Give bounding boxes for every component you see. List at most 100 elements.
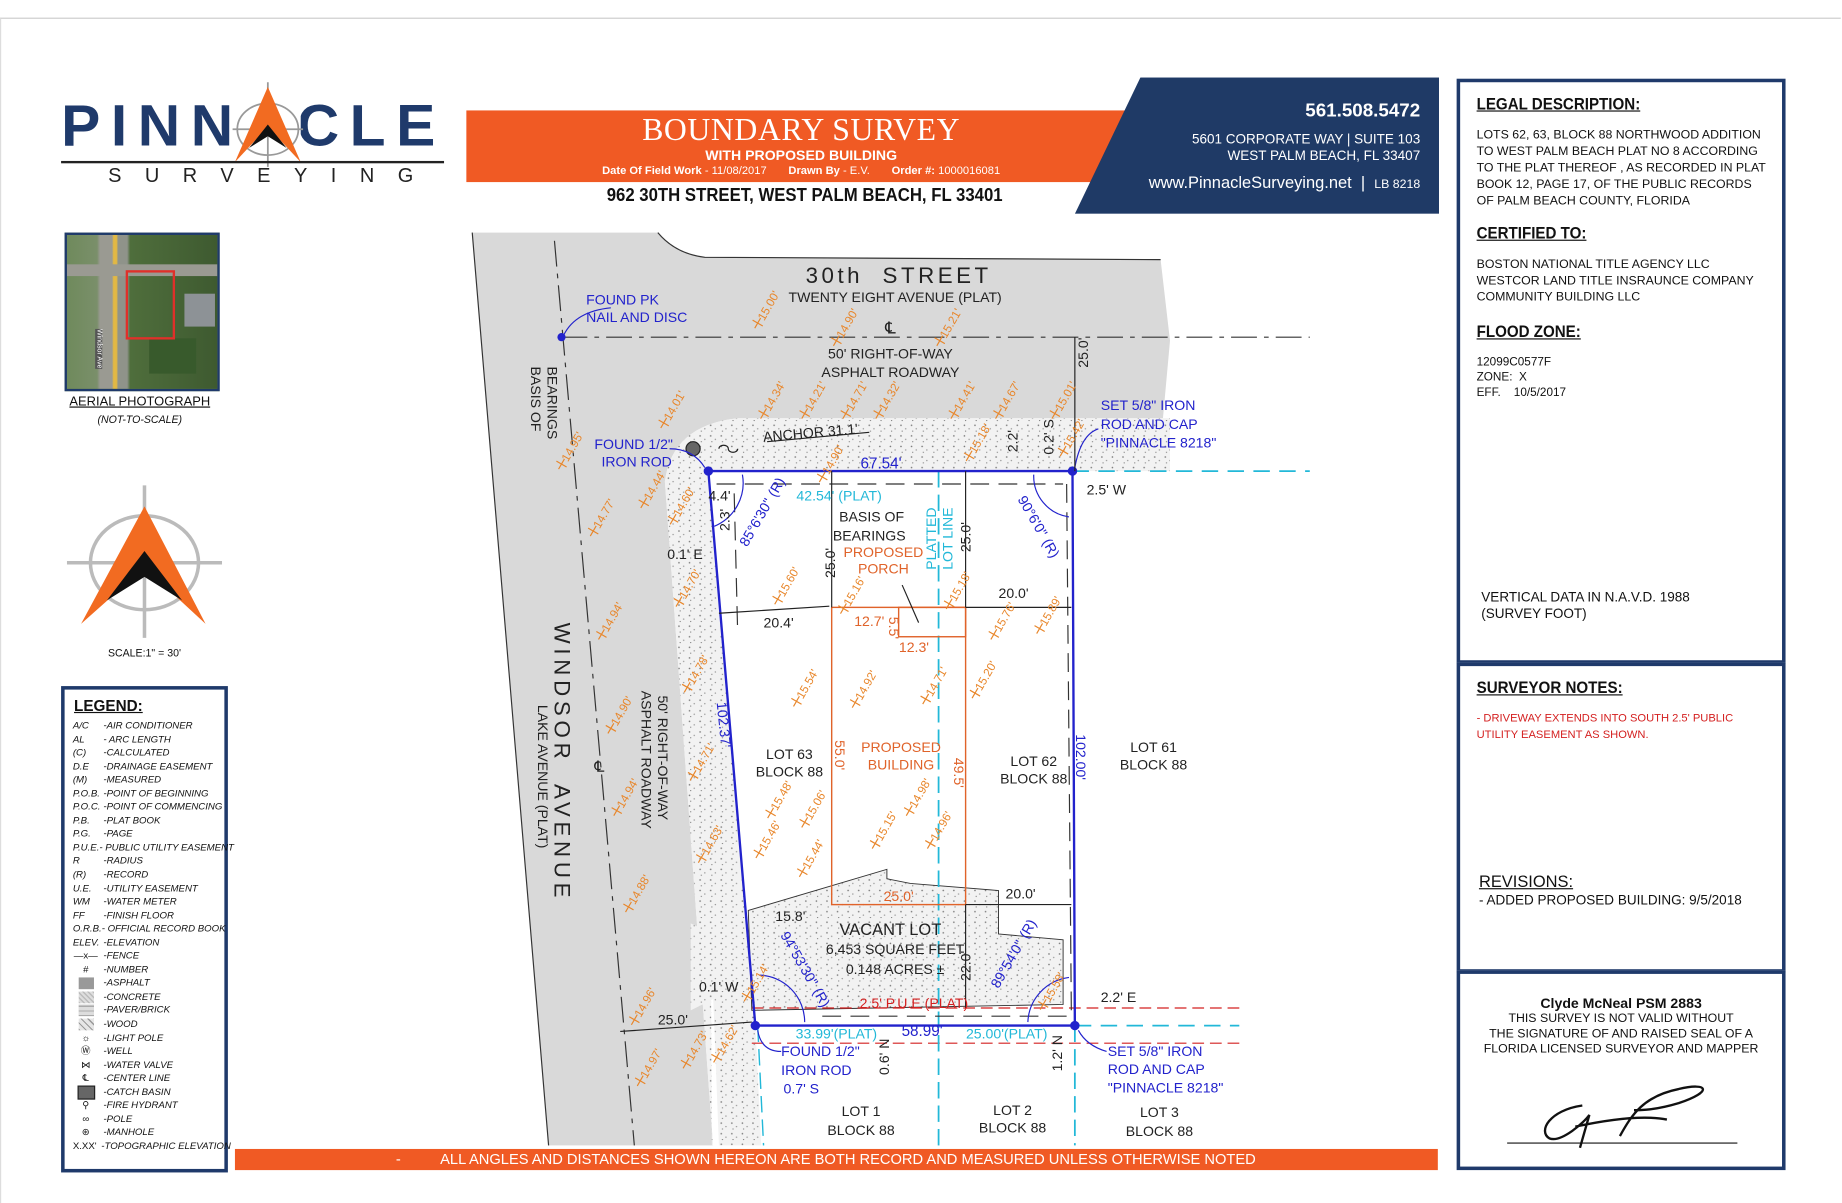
dimension-label: 5.5' <box>886 617 902 639</box>
legend-item: R-RADIUS <box>65 855 225 869</box>
dimension-label: 2.2' <box>1004 430 1020 452</box>
dimension-label: 2.2' E <box>1101 989 1137 1005</box>
title-banner: BOUNDARY SURVEY WITH PROPOSED BUILDING D… <box>466 110 1136 183</box>
elevation-marker-icon <box>943 598 955 610</box>
legend-meaning: -AIR CONDITIONER <box>103 720 193 731</box>
elevation-value: 14.98' <box>907 777 934 811</box>
driveway-apron <box>690 923 726 1011</box>
legend-meaning: -RECORD <box>103 869 149 880</box>
legend-item: X.XX' -TOPOGRAPHIC ELEVATION <box>65 1140 231 1154</box>
legend-item: ☼-LIGHT POLE <box>65 1031 225 1045</box>
north-distance: 67.54' <box>860 456 901 473</box>
set-rod-label: SET 5/8" IRON <box>1108 1043 1203 1059</box>
legend-meaning: -TOPOGRAPHIC ELEVATION <box>101 1140 231 1152</box>
pole-icon <box>718 444 739 453</box>
found-iron-rod-marker <box>750 1020 761 1031</box>
lot-area-sqft: 6,453 SQUARE FEET <box>826 941 965 957</box>
legend-item: D.E-DRAINAGE EASEMENT <box>65 760 225 774</box>
order-label: Order #: <box>891 164 936 178</box>
topo-elevation-icon: X.XX' <box>72 1140 97 1152</box>
flood-title: FLOOD ZONE: <box>1476 321 1581 341</box>
legal-info-panel: LEGAL DESCRIPTION: LOTS 62, 63, BLOCK 88… <box>1456 78 1786 664</box>
spot-elevation: 15.48' <box>765 779 795 819</box>
manhole-icon: ⊛ <box>81 1127 90 1138</box>
legend-abbr: P.U.E. <box>72 842 100 853</box>
set-rod-label: ROD AND CAP <box>1101 416 1198 432</box>
elevation-marker-icon <box>711 1051 722 1063</box>
spot-elevation: 15.06' <box>799 788 829 828</box>
dimension-label: 25.0' <box>658 1011 688 1027</box>
legend-meaning: - PUBLIC UTILITY EASEMENT <box>99 842 234 853</box>
legend-meaning: -MANHOLE <box>103 1127 155 1138</box>
vertical-datum-line2: (SURVEY FOOT) <box>1481 607 1587 622</box>
elevation-marker-icon <box>791 695 802 707</box>
spot-elevation: 15.44' <box>796 838 827 878</box>
legend-abbr: (M) <box>72 774 88 785</box>
elevation-marker-icon <box>873 408 885 419</box>
elevation-marker-icon <box>772 593 784 605</box>
legend-abbr: (C) <box>72 747 87 758</box>
dimension-label: 22.0' <box>957 951 973 981</box>
legend-meaning: -CONCRETE <box>103 991 161 1003</box>
avenue-centerline-symbol: ℄ <box>593 759 604 776</box>
legend-meaning: -DRAINAGE EASEMENT <box>103 760 213 772</box>
spot-elevation: 15.16' <box>838 574 868 614</box>
asphalt-swatch-icon <box>73 977 99 991</box>
legend-meaning: -LIGHT POLE <box>103 1032 164 1043</box>
drawing-scale: SCALE:1" = 30' <box>107 647 182 660</box>
elevation-marker-icon <box>816 471 828 483</box>
porch-label: PORCH <box>858 560 909 576</box>
street-row: 50' RIGHT-OF-WAY <box>828 345 953 361</box>
elevation-marker-icon <box>752 317 764 329</box>
company-website-link[interactable]: www.PinnacleSurveying.net <box>1148 172 1352 192</box>
elevation-marker-icon <box>948 408 960 419</box>
block-label: BLOCK 88 <box>827 1122 894 1138</box>
legend-item: P.O.B.-POINT OF BEGINNING <box>65 787 225 801</box>
flood-zone: ZONE: X <box>1476 371 1527 385</box>
legend-abbr: WM <box>72 896 90 908</box>
elevation-marker-icon <box>741 990 753 1002</box>
legend-item: O.R.B.- OFFICIAL RECORD BOOK <box>65 922 226 936</box>
legend-meaning: -FIRE HYDRANT <box>103 1099 178 1111</box>
field-work-date: - 11/08/2017 <box>704 164 767 178</box>
lot-label: LOT 61 <box>1130 739 1177 755</box>
legend-abbr: R <box>72 855 80 867</box>
elevation-marker-icon <box>695 852 707 863</box>
certification-line: FLORIDA LICENSED SURVEYOR AND MAPPER <box>1483 1042 1759 1057</box>
dimension-label: 0.1' W <box>699 979 739 995</box>
legend-abbr: ELEV. <box>72 937 100 948</box>
logo-rule <box>61 160 445 164</box>
flood-info: 12099C0577F ZONE: X EFF. 10/5/2017 <box>1477 355 1768 401</box>
survey-meta: Date Of Field Work - 11/08/2017 Drawn By… <box>466 163 1136 178</box>
catch-basin-icon <box>73 1085 99 1100</box>
certified-party: WESTCOR LAND TITLE INSRAUNCE COMPANY <box>1476 273 1754 288</box>
elevation-value: 15.44' <box>800 838 827 872</box>
avenue-surface: ASPHALT ROADWAY <box>638 691 654 830</box>
legend-item: ∞-POLE <box>65 1112 225 1126</box>
legend-meaning: -WATER METER <box>103 896 177 908</box>
spot-elevation: 15.20' <box>969 659 1000 699</box>
center-line-icon: ℄ <box>82 1072 89 1084</box>
well-icon: Ⓦ <box>80 1045 91 1057</box>
fire-hydrant-icon: ⚲ <box>82 1099 90 1111</box>
legend-item: AL- ARC LENGTH <box>65 733 225 747</box>
legend-abbr: P.O.C. <box>72 801 101 813</box>
elevation-marker-icon <box>611 805 623 816</box>
legend-meaning: -FINISH FLOOR <box>103 910 174 921</box>
property-outline <box>125 270 176 340</box>
manhole-icon <box>685 441 701 457</box>
dimension-label: 20.0' <box>1006 886 1036 902</box>
dimension-label: 20.0' <box>998 585 1028 601</box>
dimension-label: 15.8' <box>775 908 805 924</box>
legend-abbr: FF <box>72 910 85 921</box>
legend-item: FF -FINISH FLOOR <box>65 909 225 923</box>
spot-elevation: 15.15' <box>869 809 900 849</box>
elevation-value: 15.48' <box>768 779 795 813</box>
aerial-caption: AERIAL PHOTOGRAPH <box>69 394 211 409</box>
elevation-marker-icon <box>680 1057 692 1069</box>
company-phone: 561.508.5472 <box>1305 101 1421 122</box>
elevation-marker-icon <box>934 335 946 347</box>
elevation-marker-icon <box>799 408 811 419</box>
aerial-note: (NOT-TO-SCALE) <box>97 413 183 426</box>
